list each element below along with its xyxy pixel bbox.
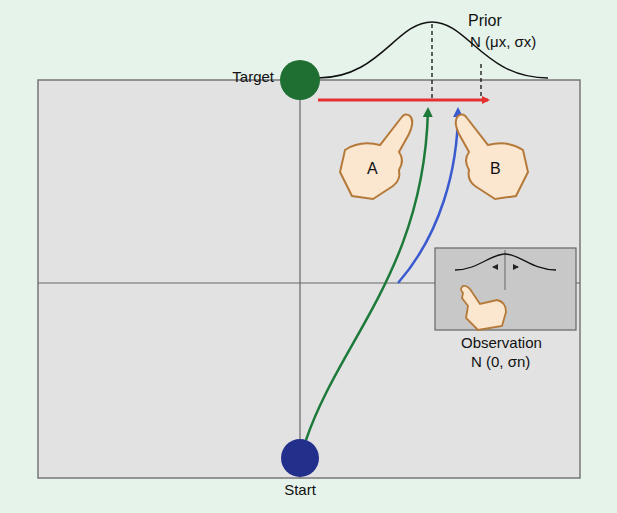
dashed-line	[480, 64, 481, 98]
node-label: Observation	[461, 334, 542, 352]
prior-label: Prior	[468, 12, 502, 30]
target-circle: Target	[280, 60, 320, 100]
observation-panel	[435, 248, 576, 330]
start-circle: Start	[281, 439, 319, 477]
observation-box: ObservationN (0, σn)	[435, 248, 576, 330]
hand	[340, 114, 412, 199]
workspace	[38, 80, 580, 478]
hand-label: A	[367, 160, 378, 178]
node-formula: N (0, σn)	[471, 353, 530, 371]
node-label: Start	[284, 481, 316, 499]
noise-curve	[455, 254, 556, 270]
grid-line	[505, 250, 506, 290]
trajectory	[306, 110, 428, 440]
node-label: Target	[232, 68, 274, 86]
hand-label: B	[490, 160, 501, 178]
shift-arrow	[318, 99, 488, 102]
prior-curve	[318, 22, 548, 78]
hand	[456, 114, 528, 199]
grid-line	[299, 80, 300, 478]
double-arrow	[513, 266, 518, 267]
double-arrow	[493, 266, 497, 267]
dashed-line	[431, 24, 432, 98]
hand	[461, 286, 506, 330]
prior-formula: N (μx, σx)	[470, 33, 536, 51]
